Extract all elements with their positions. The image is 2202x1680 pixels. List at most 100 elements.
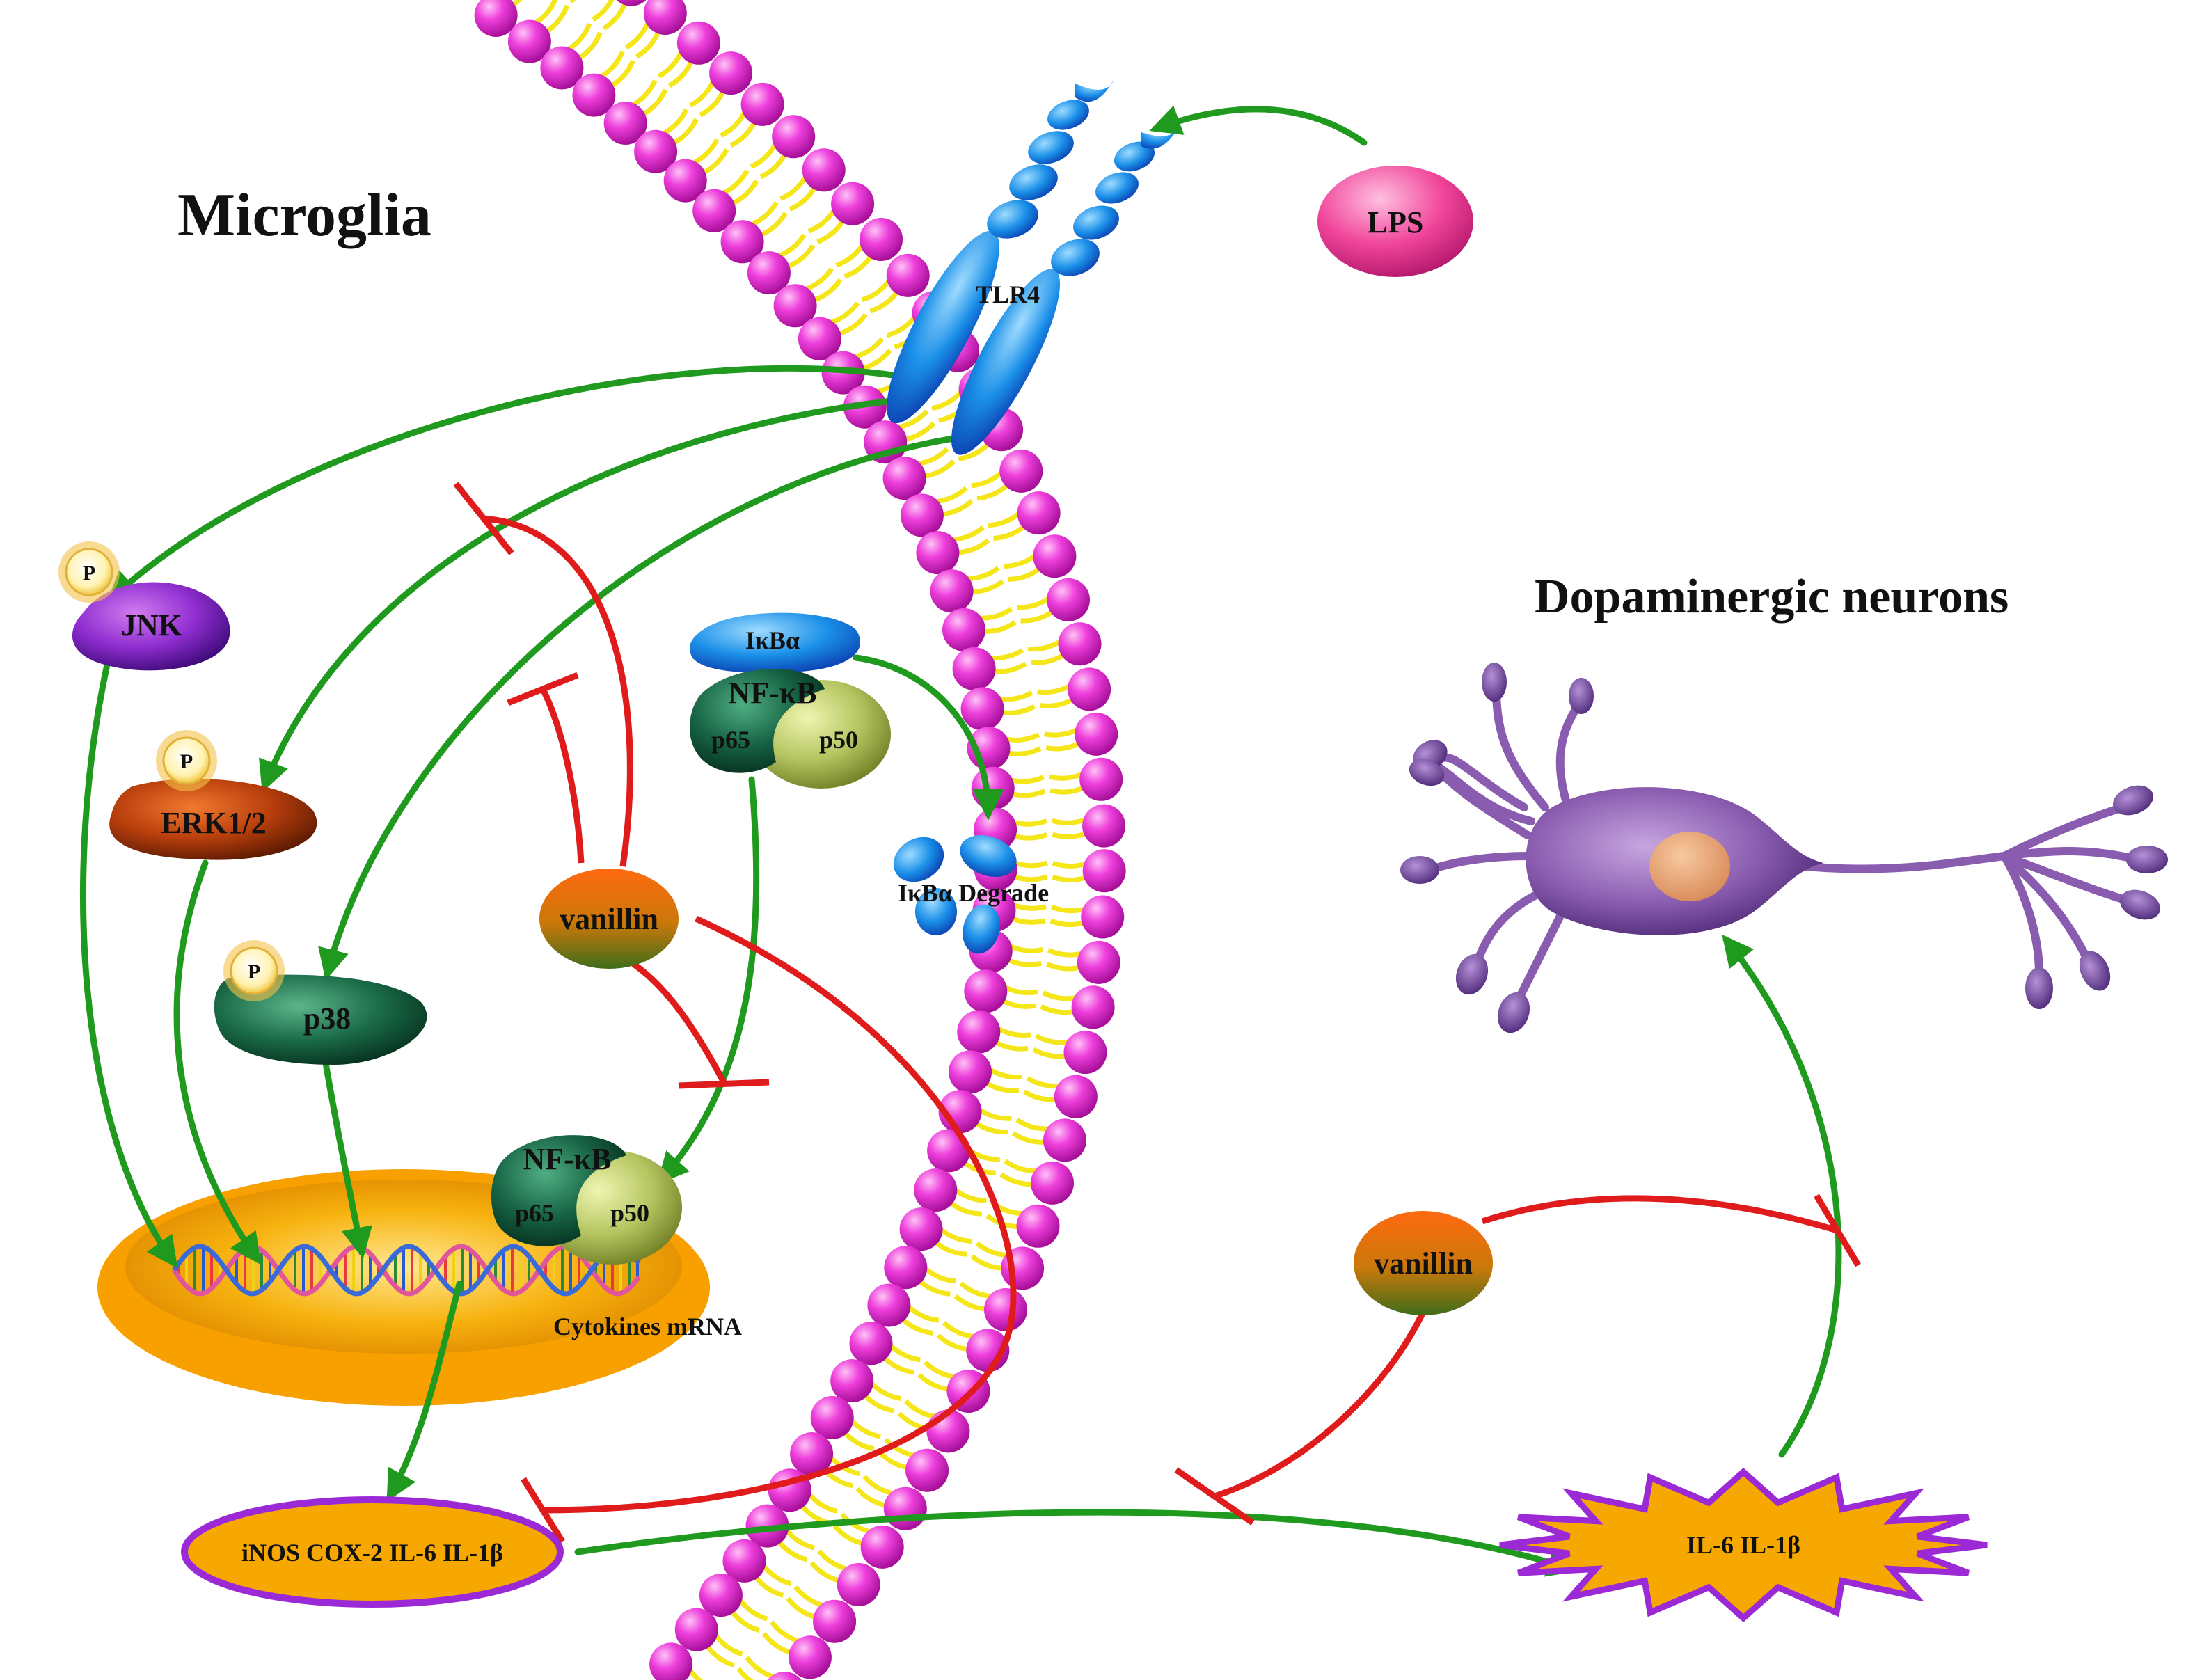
lipid-tail [705,1644,736,1668]
lipid-head [1054,1075,1098,1118]
lipid-tail [985,1080,1020,1093]
lipid-tail [1051,817,1086,825]
lipid-tail [1047,947,1082,958]
arrow-mrna-to-products [386,1281,463,1502]
lipid-tail [988,511,1022,528]
lipid-tail [862,1475,894,1496]
arrow-erk-to-dna [173,859,262,1265]
lipid-tail [837,312,868,337]
lipid-tail [779,175,808,201]
lipid-tail [1050,904,1086,914]
lipid-tail [886,315,917,338]
lipid-tail [1013,874,1048,882]
arrow-lps-to-tlr4 [1149,105,1368,146]
lipid-tail [1008,566,1042,582]
lipid-tail [807,1492,838,1514]
lipid-head [572,73,616,117]
lipid-head [849,1322,893,1365]
nfkb-complex-cytoplasm[interactable]: NF-κB p65 p50 [689,669,891,789]
lipid-tail [592,0,615,22]
lipid-tail [635,30,661,59]
p65-label-nucleus: p65 [515,1199,554,1227]
lipid-tail [729,120,757,148]
lipid-head [634,129,678,173]
svg-text:P: P [83,562,95,585]
lipid-tail [624,21,651,50]
inhibit-vanillin-nfkb [631,961,727,1084]
lipid-head [860,1525,904,1569]
lipid-tail [692,138,720,166]
lipid-head [649,1642,693,1680]
nfkb-complex-nucleus[interactable]: NF-κB p65 p50 [491,1135,682,1265]
lipid-head [1017,491,1061,535]
lipid-head [971,766,1015,810]
jnk-node[interactable]: JNK [72,582,230,671]
lipid-tail [897,409,929,430]
lipid-tail [1045,961,1081,972]
lipid-head [802,148,846,192]
lipid-tail [729,1609,760,1633]
lipid-head [964,969,1008,1013]
lipid-head [949,1050,992,1094]
lipid-tail [1011,916,1046,925]
ikba-node[interactable]: IκBα [689,612,861,673]
lipid-tail [1034,1033,1070,1045]
lipid-head [1068,667,1111,711]
lipid-tail [569,0,577,3]
lipid-tail [976,482,1010,501]
jnk-label: JNK [121,608,182,642]
lipid-tail [699,90,726,118]
erk-node[interactable]: ERK1/2 [109,778,317,860]
inflammatory-products-node[interactable]: iNOS COX-2 IL-6 IL-1β [181,1496,564,1608]
lipid-tail [789,186,817,212]
lipid-tail [544,4,570,34]
lipid-head [798,317,841,360]
lipid-tail [1015,1118,1049,1132]
lipid-head [540,46,584,90]
lipid-tail [1048,771,1084,781]
lipid-head [957,1010,1001,1054]
lipid-head [1016,1204,1060,1248]
arrow-tlr4-to-p38 [318,435,957,981]
lipid-tail [861,278,892,303]
il-products-node[interactable]: IL-6 IL-1β [1499,1467,1988,1623]
neuron-icon [1400,663,2168,1033]
lipid-head [773,284,817,328]
il-products-label: IL-6 IL-1β [1686,1531,1800,1559]
vanillin-microglia-node[interactable]: vanillin [539,869,679,969]
lipid-tail [971,579,1005,594]
lipid-tail [809,1561,841,1583]
arrow-products-to-il [574,1509,1579,1577]
lipid-tail [975,1241,1008,1258]
lipid-head [886,253,930,297]
lipid-tail [793,1585,825,1608]
lipid-tail [688,1667,704,1680]
vanillin-neuron-node[interactable]: vanillin [1354,1211,1493,1315]
lipid-head [1043,1118,1086,1162]
lipid-tail [1052,860,1087,869]
lipid-tail [941,498,974,517]
lps-node[interactable]: LPS [1317,166,1473,277]
lipid-tail [770,1620,800,1644]
lipid-tail [883,1437,915,1458]
lipid-head [674,1608,718,1651]
lipid-tail [1004,553,1037,569]
lipid-tail [1011,789,1046,798]
lipid-tail [1031,652,1066,665]
lipid-tail [807,208,837,234]
lipid-head [860,218,903,261]
lipid-tail [745,1656,775,1679]
vanillin-microglia-label: vanillin [560,902,658,936]
inhibit-vanillin-erk [483,515,633,867]
lipid-tail [1037,683,1072,695]
erk-label: ERK1/2 [161,806,267,840]
lipid-tail [1003,985,1038,996]
lipid-tail [882,1356,915,1375]
lipid-tail [804,267,834,292]
lipid-head [1082,804,1126,848]
arrow-il-to-neuron [1722,934,1842,1458]
lipid-tail [1012,1131,1046,1145]
p50-label-nucleus: p50 [610,1199,649,1227]
lipid-tail [903,1399,936,1419]
receptor-icon[interactable]: TLR4 [868,80,1180,466]
